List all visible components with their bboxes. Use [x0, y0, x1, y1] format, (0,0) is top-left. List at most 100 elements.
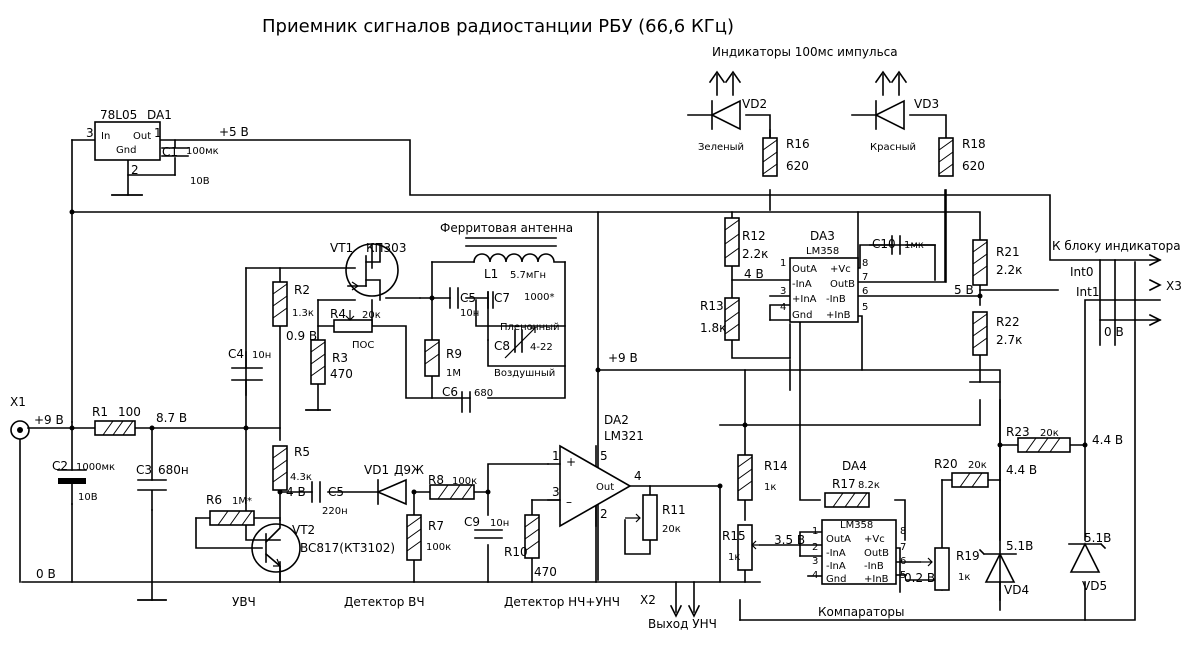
r9-value: 1М [446, 368, 461, 379]
resistor-r10 [524, 514, 540, 559]
diode-vd3 [874, 99, 905, 131]
c7-type: Пленочный [500, 322, 560, 333]
volt-plus9-mid: +9 В [608, 351, 638, 365]
int0-label: Int0 [1070, 265, 1093, 279]
r9-name: R9 [446, 347, 462, 361]
c3-name: C3 [136, 463, 152, 477]
da4-pin-outa: OutA [826, 534, 851, 545]
r8-value: 100к [452, 476, 477, 487]
da1-pin-3: 3 [86, 126, 94, 140]
da2-name: DA2 [604, 413, 629, 427]
da3-pin-inb-minus: -InB [826, 294, 846, 305]
resistor-r18 [938, 137, 954, 177]
resistor-r3 [310, 339, 326, 385]
vd2-color: Зеленый [698, 142, 744, 153]
da3-pin-ina-plus: +InA [792, 294, 817, 305]
r11-value: 20к [662, 524, 681, 535]
resistor-r23 [1017, 437, 1071, 453]
volt-8-7: 8.7 В [156, 411, 187, 425]
r6-value: 1М* [232, 496, 252, 507]
vt2-name: VT2 [292, 523, 315, 537]
r19-name: R19 [956, 549, 980, 563]
da2-plus-sign: + [566, 455, 576, 469]
capacitor-c2 [57, 469, 87, 505]
ferrite-antenna-label: Ферритовая антенна [440, 221, 573, 235]
resistor-r4 [333, 310, 373, 333]
r23-value: 20к [1040, 428, 1059, 439]
transistor-vt2 [251, 519, 301, 583]
da3-pin-inb-plus: +InB [826, 310, 851, 321]
r19-value: 1к [958, 572, 970, 583]
r3-name: R3 [332, 351, 348, 365]
c6-value: 680 [474, 388, 493, 399]
r18-name: R18 [962, 137, 986, 151]
r17-name: R17 [832, 477, 856, 491]
r21-value: 2.2к [996, 263, 1022, 277]
int1-label: Int1 [1076, 285, 1099, 299]
r6-name: R6 [206, 493, 222, 507]
r22-name: R22 [996, 315, 1020, 329]
c8-value: 4-22 [530, 342, 553, 353]
da4-pin-ina-2: -InA [826, 561, 846, 572]
resistor-r9 [424, 339, 440, 377]
da4-num-7: 7 [900, 542, 906, 553]
c2-voltage: 10В [78, 492, 98, 503]
c2-name: C2 [52, 459, 68, 473]
volt-4-da3: 4 В [744, 267, 764, 281]
zener-vd5 [1068, 542, 1107, 573]
da1-pin-gnd: Gnd [116, 145, 136, 156]
da3-num-3: 3 [780, 286, 786, 297]
r3-value: 470 [330, 367, 353, 381]
r4-note: ПОС [352, 340, 374, 351]
schematic-title: Приемник сигналов радиостанции РБУ (66,6… [262, 16, 734, 37]
da3-pin-outa: OutA [792, 264, 817, 275]
c5a-name: C5 [460, 291, 476, 305]
resistor-r1 [94, 420, 136, 436]
ferrite-antenna-inductor [465, 237, 566, 263]
capacitor-c10 [891, 235, 901, 255]
c10-value: 1мк [904, 240, 924, 251]
da4-pin-inb-minus: -InB [864, 561, 884, 572]
da1-pin-2: 2 [131, 163, 139, 177]
da3-part: LM358 [806, 246, 839, 257]
r2-value: 1.3к [292, 308, 314, 319]
da4-pin-vc: +Vc [864, 534, 885, 545]
da3-num-8: 8 [862, 258, 868, 269]
r1-name: R1 [92, 405, 108, 419]
indicators-header: Индикаторы 100мс импульса [712, 45, 898, 59]
capacitor-c6 [461, 391, 471, 413]
da1-name: DA1 [147, 108, 172, 122]
diode-vd1 [375, 478, 407, 506]
c2-value: 1000мк [76, 462, 115, 473]
r12-name: R12 [742, 229, 766, 243]
r16-value: 620 [786, 159, 809, 173]
resistor-r17 [824, 492, 870, 508]
r20-name: R20 [934, 457, 958, 471]
r17-value: 8.2к [858, 480, 880, 491]
c9-name: C9 [464, 515, 480, 529]
resistor-r2 [272, 281, 288, 327]
vd4-voltage: 5.1В [1006, 539, 1033, 553]
resistor-r20 [951, 472, 989, 488]
da4-num-6: 6 [900, 556, 906, 567]
capacitor-c5b [311, 481, 321, 503]
resistor-r15 [737, 524, 760, 571]
resistor-r13 [724, 297, 740, 341]
section-label-comparators: Компараторы [818, 605, 905, 619]
r5-value: 4.3к [290, 472, 312, 483]
r5-name: R5 [294, 445, 310, 459]
r16-name: R16 [786, 137, 810, 151]
da4-part: LM358 [840, 520, 873, 531]
r18-value: 620 [962, 159, 985, 173]
capacitor-c5a [449, 287, 459, 309]
zener-vd4 [978, 548, 1017, 583]
to-indicator-block-label: К блоку индикатора [1052, 239, 1181, 253]
r21-name: R21 [996, 245, 1020, 259]
da3-num-6: 6 [862, 286, 868, 297]
x3-label: X3 [1166, 279, 1182, 293]
c1-voltage: 10В [190, 176, 210, 187]
connector-x1 [10, 420, 30, 440]
da3-num-4: 4 [780, 302, 786, 313]
da4-pin-ina: -InA [826, 548, 846, 559]
da3-num-5: 5 [862, 302, 868, 313]
